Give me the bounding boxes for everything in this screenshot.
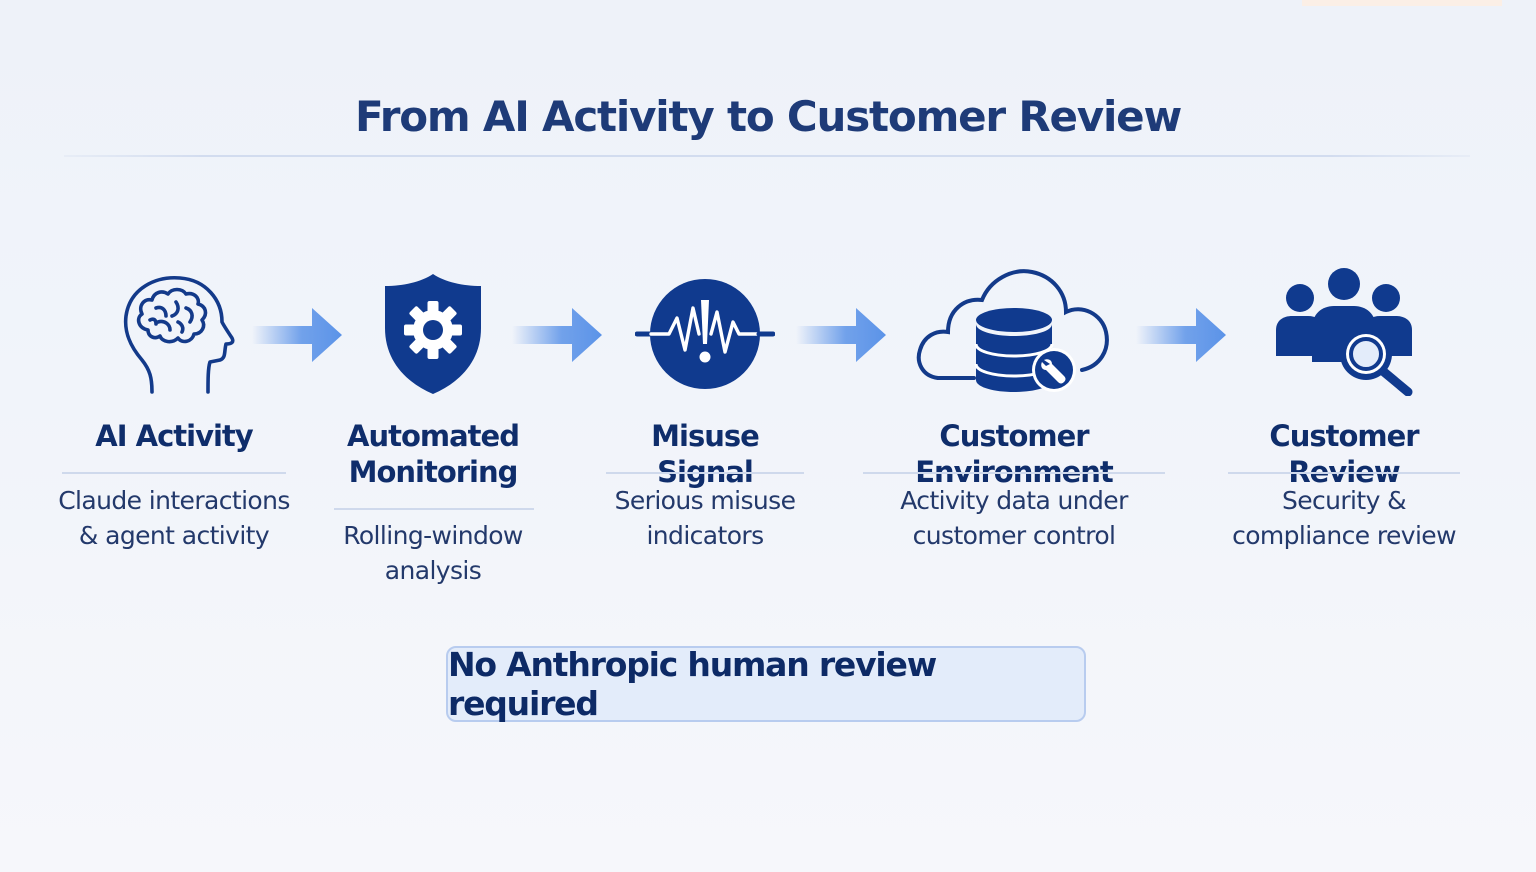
step-title: AI Activity <box>95 419 253 453</box>
step-title: Automated Monitoring <box>347 419 520 489</box>
step-description: Activity data under customer control <box>900 486 1128 550</box>
no-human-review-banner: No Anthropic human review required <box>446 645 1086 723</box>
step-divider <box>334 508 534 510</box>
alert-pulse-icon <box>634 278 776 394</box>
page-title: From AI Activity to Customer Review <box>354 92 1182 141</box>
brain-head-icon <box>112 262 236 402</box>
shield-gear-icon <box>383 272 483 400</box>
step-description: Security & compliance review <box>1232 486 1456 550</box>
step-title: Customer Environment <box>915 419 1114 489</box>
title-divider <box>64 155 1470 157</box>
step-divider <box>62 472 286 474</box>
arrow-right-icon <box>252 306 344 368</box>
arrow-right-icon <box>796 306 888 368</box>
cloud-database-icon <box>916 266 1112 398</box>
arrow-right-icon <box>1136 306 1228 368</box>
corner-highlight <box>1302 0 1502 6</box>
team-search-icon <box>1272 266 1416 400</box>
step-description: Serious misuse indicators <box>614 486 796 550</box>
arrow-right-icon <box>512 306 604 368</box>
step-title: Customer Review <box>1269 419 1419 489</box>
step-description: Rolling-window analysis <box>343 521 523 585</box>
step-divider <box>1228 472 1460 474</box>
step-description: Claude interactions & agent activity <box>58 486 290 550</box>
step-divider <box>863 472 1165 474</box>
step-divider <box>606 472 804 474</box>
step-title: Misuse Signal <box>651 419 760 489</box>
